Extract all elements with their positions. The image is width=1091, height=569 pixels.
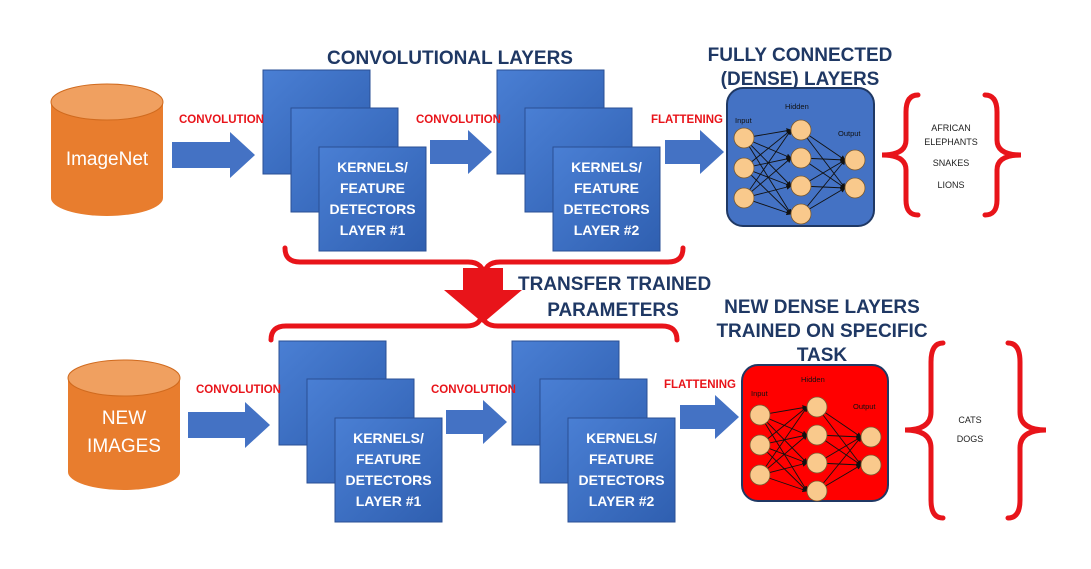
top-layer2-label: KERNELS/ FEATURE DETECTORS LAYER #2 [553, 157, 660, 241]
nn-top-hidden-label: Hidden [785, 102, 809, 111]
nn-bottom-hidden-neuron [806, 480, 828, 502]
new-images-database [67, 359, 181, 490]
flattening-arrow-top [665, 130, 724, 174]
bottom-layer2-label: KERNELS/ FEATURE DETECTORS LAYER #2 [568, 428, 675, 512]
nn-top-input-label: Input [735, 116, 752, 125]
bottom-layer1-line2: FEATURE [355, 451, 422, 467]
conv-layers-heading: CONVOLUTIONAL LAYERS [327, 48, 573, 69]
conv-layer-stack-2-top [496, 69, 661, 252]
transfer-arrow [444, 268, 522, 323]
new-dense-heading-line3: TASK [796, 345, 848, 366]
bottom-layer1-line1: KERNELS/ [353, 430, 424, 446]
nn-top-hidden-neuron [790, 147, 812, 169]
top-layer1-line4: LAYER #1 [339, 222, 406, 238]
bottom-layer2-line1: KERNELS/ [586, 430, 657, 446]
nn-bottom-input-neuron [749, 434, 771, 456]
nn-top-connection [743, 167, 792, 215]
nn-bottom-hidden-label: Hidden [801, 375, 825, 384]
nn-bottom-connection [759, 414, 808, 464]
nn-bottom-hidden-neuron [806, 424, 828, 446]
nn-bottom-connection [759, 414, 808, 492]
transfer-heading-line1: TRANSFER TRAINED [518, 274, 712, 295]
top-layer1-line3: DETECTORS [329, 201, 416, 217]
output-brace-bottom-right [1005, 340, 1047, 521]
new-images-label: NEW IMAGES [68, 405, 180, 461]
bottom-layer1-label: KERNELS/ FEATURE DETECTORS LAYER #1 [335, 428, 442, 512]
bottom-output-line2: DOGS [956, 434, 984, 444]
bottom-step-convolution-1: CONVOLUTION [196, 384, 281, 396]
convolution-arrow-bottom-1 [188, 402, 270, 448]
nn-top-hidden-neuron [790, 119, 812, 141]
nn-bottom-output-label: Output [853, 402, 876, 411]
nn-bottom-output-neuron [860, 426, 882, 448]
dense-network-bottom [749, 396, 882, 502]
top-step-convolution-1: CONVOLUTION [179, 114, 264, 126]
output-brace-top-right [982, 92, 1022, 218]
nn-top-input-neuron [733, 127, 755, 149]
top-step-convolution-2: CONVOLUTION [416, 114, 501, 126]
nn-top-output-neuron [844, 177, 866, 199]
distribute-brace [268, 311, 680, 343]
nn-top-output-label: Output [838, 129, 861, 138]
nn-top-output-neuron [844, 149, 866, 171]
fully-connected-heading-line2: (DENSE) LAYERS [720, 69, 880, 90]
new-images-line1: NEW [101, 408, 147, 429]
bottom-layer2-line4: LAYER #2 [588, 493, 655, 509]
top-layer2-line3: DETECTORS [563, 201, 650, 217]
nn-top-hidden-neuron [790, 175, 812, 197]
bottom-output-line1: CATS [958, 415, 982, 425]
new-dense-heading-line1: NEW DENSE LAYERS [724, 297, 920, 318]
top-layer1-label: KERNELS/ FEATURE DETECTORS LAYER #1 [319, 157, 426, 241]
nn-top-connection [800, 159, 846, 215]
convolution-arrow-bottom-2 [446, 400, 507, 444]
bottom-layer1-line4: LAYER #1 [355, 493, 422, 509]
top-output-line2: ELEPHANTS [924, 137, 978, 147]
dense-network-top [733, 119, 866, 225]
top-layer2-line2: FEATURE [573, 180, 640, 196]
convolution-arrow-top-2 [430, 130, 492, 174]
nn-top-connection [743, 137, 792, 187]
top-layer1-line1: KERNELS/ [337, 159, 408, 175]
convolution-arrow-top-1 [172, 132, 255, 178]
bottom-layer1-line3: DETECTORS [345, 472, 432, 488]
fully-connected-heading-line1: FULLY CONNECTED [707, 45, 893, 66]
nn-top-connection [743, 129, 792, 199]
top-step-flattening: FLATTENING [651, 114, 723, 126]
bottom-step-convolution-2: CONVOLUTION [431, 384, 516, 396]
imagenet-database [50, 83, 164, 216]
output-brace-bottom [904, 340, 946, 521]
nn-bottom-connection [759, 444, 808, 492]
nn-bottom-input-neuron [749, 464, 771, 486]
transfer-heading-line2: PARAMETERS [547, 300, 679, 321]
nn-bottom-input-neuron [749, 404, 771, 426]
top-output-line4: LIONS [937, 180, 965, 190]
nn-bottom-connection [816, 436, 862, 492]
nn-bottom-input-label: Input [751, 389, 768, 398]
nn-bottom-connection [759, 406, 808, 476]
top-layer2-line4: LAYER #2 [573, 222, 640, 238]
bottom-layer2-line2: FEATURE [588, 451, 655, 467]
new-images-line2: IMAGES [87, 436, 161, 457]
bottom-layer2-line3: DETECTORS [578, 472, 665, 488]
nn-top-input-neuron [733, 157, 755, 179]
nn-top-input-neuron [733, 187, 755, 209]
top-layer2-line1: KERNELS/ [571, 159, 642, 175]
bottom-step-flattening: FLATTENING [664, 379, 736, 391]
imagenet-label: ImageNet [65, 149, 149, 170]
nn-bottom-output-neuron [860, 454, 882, 476]
nn-bottom-hidden-neuron [806, 452, 828, 474]
nn-top-connection [743, 137, 792, 215]
conv-layer-stack-1-top [262, 69, 427, 252]
flattening-arrow-bottom [680, 395, 739, 439]
output-brace-top [881, 92, 921, 218]
conv-layer-stack-2-bottom [511, 340, 676, 523]
nn-bottom-hidden-neuron [806, 396, 828, 418]
top-layer1-line2: FEATURE [339, 180, 406, 196]
conv-layer-stack-1-bottom [278, 340, 443, 523]
nn-top-hidden-neuron [790, 203, 812, 225]
top-output-line1: AFRICAN [931, 123, 971, 133]
top-output-line3: SNAKES [932, 158, 970, 168]
new-dense-heading-line2: TRAINED ON SPECIFIC [716, 321, 928, 342]
